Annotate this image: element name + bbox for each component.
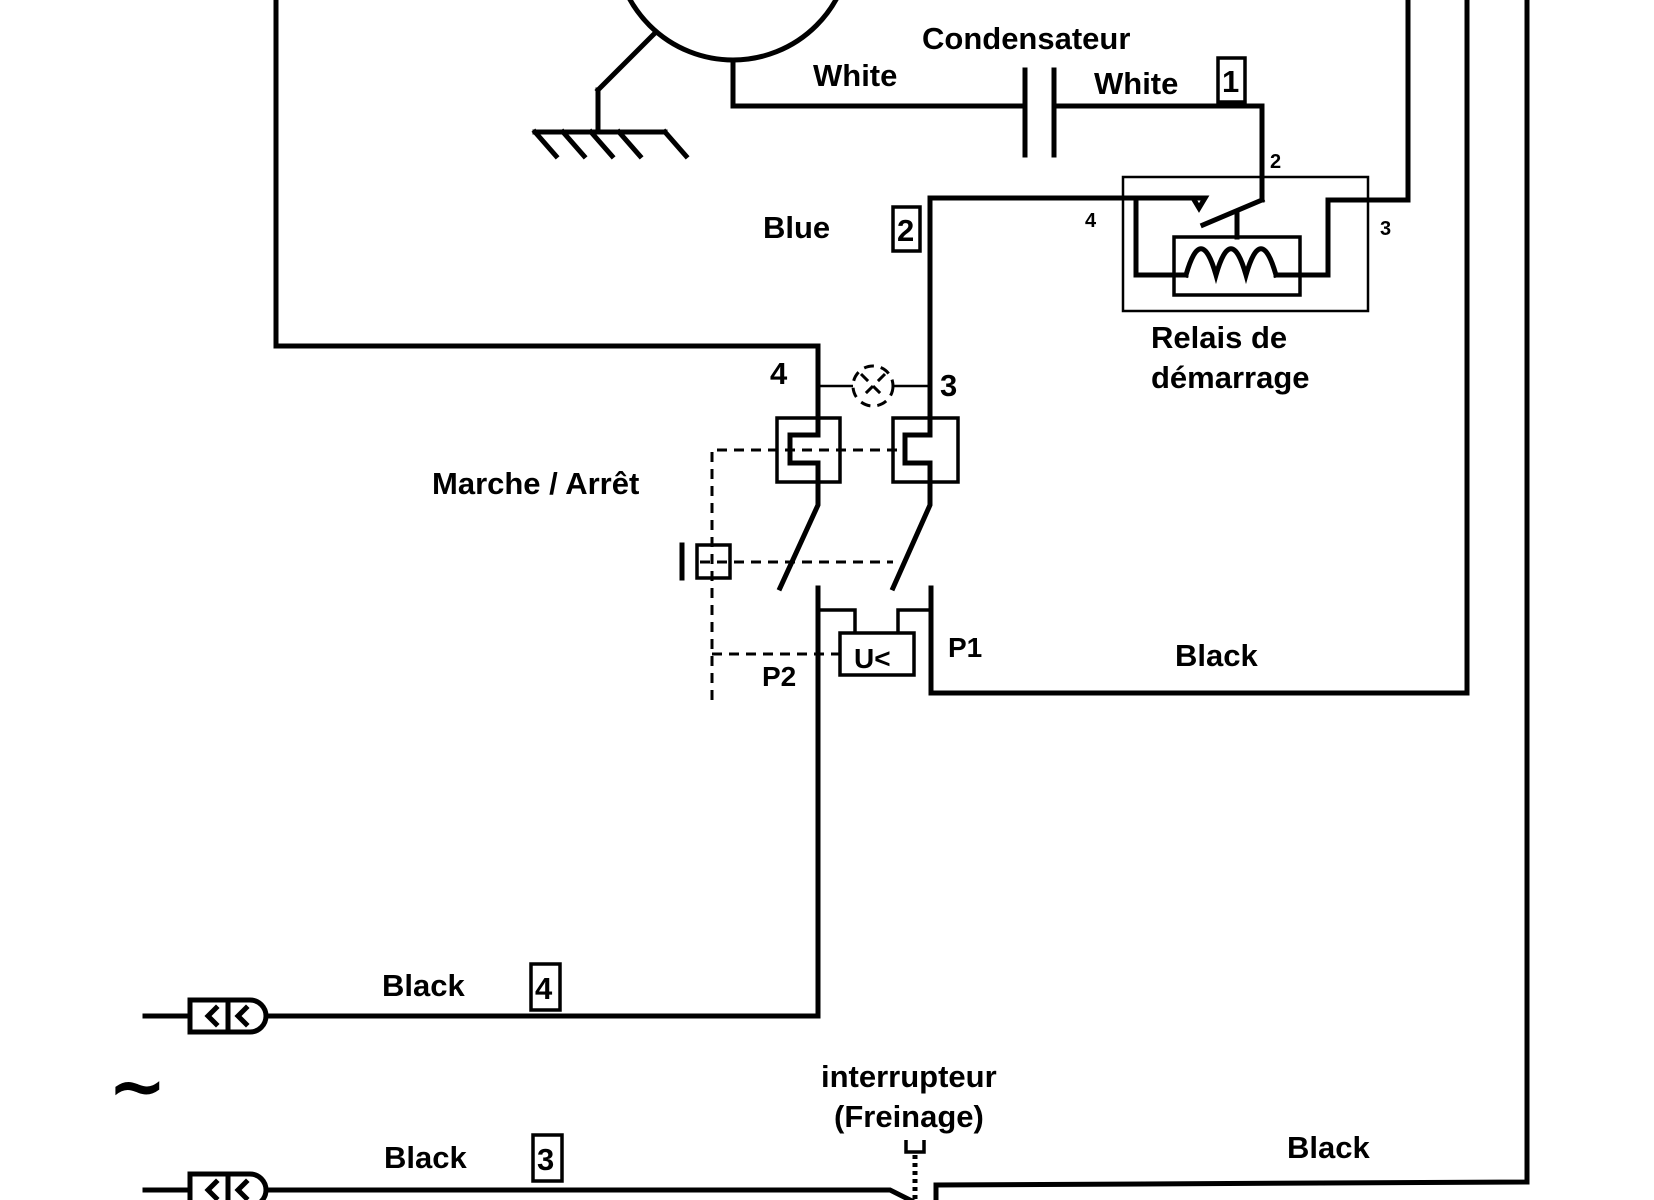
svg-text:4: 4 xyxy=(535,971,553,1006)
plug-connector-icon xyxy=(187,997,269,1035)
relay-terminal-4: 4 xyxy=(1085,210,1097,232)
brake-switch-icon xyxy=(904,1140,926,1200)
ground-icon xyxy=(531,29,690,160)
lamp-icon xyxy=(818,364,930,408)
terminal-tag-3: 3 xyxy=(531,1133,564,1183)
undervoltage-release-icon xyxy=(712,0,1470,1019)
terminal-tag-2: 2 xyxy=(891,205,922,253)
wire-black-mains4-label: Black xyxy=(382,968,465,1003)
wire-white xyxy=(730,57,1265,203)
wire-black-brake-label: Black xyxy=(1287,1130,1370,1165)
capacitor-icon xyxy=(1022,67,1057,158)
wire-left-loop xyxy=(273,0,821,423)
wire-black-mains3-label: Black xyxy=(384,1140,467,1175)
brake-switch-label-line1: interrupteur xyxy=(821,1059,997,1094)
switch-icon xyxy=(679,416,960,700)
relay-label-line2: démarrage xyxy=(1151,360,1310,395)
pole-p1-label: P1 xyxy=(948,632,982,663)
svg-text:1: 1 xyxy=(1222,64,1239,99)
relay-terminal-3: 3 xyxy=(1380,218,1391,240)
plug-connector-icon xyxy=(187,1171,269,1200)
wire-mains-3 xyxy=(142,0,1530,1200)
wire-blue-label: Blue xyxy=(763,210,830,245)
wire-blue xyxy=(927,195,1203,423)
relay-icon xyxy=(1121,0,1411,313)
switch-label: Marche / Arrêt xyxy=(432,466,639,501)
terminal-tag-4: 4 xyxy=(529,962,562,1012)
relay-terminal-2: 2 xyxy=(1270,151,1281,173)
terminal-tag-1: 1 xyxy=(1216,56,1247,104)
brake-switch-label-line2: (Freinage) xyxy=(834,1099,984,1134)
undervoltage-label: U< xyxy=(854,643,891,674)
capacitor-label: Condensateur xyxy=(922,21,1130,56)
svg-text:3: 3 xyxy=(537,1142,554,1177)
relay-label-line1: Relais de xyxy=(1151,320,1287,355)
wire-white-right-label: White xyxy=(1094,66,1178,101)
switch-terminal-4: 4 xyxy=(770,356,788,391)
switch-terminal-3: 3 xyxy=(940,368,957,403)
ac-symbol: ~ xyxy=(108,1045,167,1127)
motor-icon xyxy=(627,0,839,63)
wire-white-left-label: White xyxy=(813,58,897,93)
svg-text:2: 2 xyxy=(897,213,914,248)
pole-p2-label: P2 xyxy=(762,661,796,692)
wire-black-p1-label: Black xyxy=(1175,638,1258,673)
